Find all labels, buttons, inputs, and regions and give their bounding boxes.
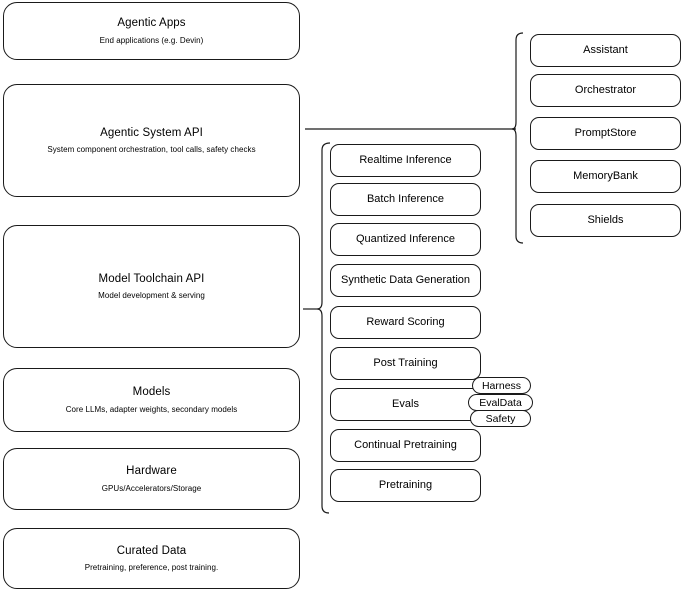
- layer-box-curated-data[interactable]: Curated Data Pretraining, preference, po…: [3, 528, 300, 589]
- component-label: Batch Inference: [366, 192, 445, 205]
- component-label: Pretraining: [378, 478, 433, 491]
- component-box-post-training[interactable]: Post Training: [330, 347, 481, 380]
- layer-title: Agentic System API: [100, 126, 203, 139]
- eval-badge-harness[interactable]: Harness: [472, 377, 531, 394]
- layer-subtitle: Model development & serving: [98, 291, 205, 301]
- component-box-memorybank[interactable]: MemoryBank: [530, 160, 681, 193]
- component-box-promptstore[interactable]: PromptStore: [530, 117, 681, 150]
- layer-box-agentic-system-api[interactable]: Agentic System API System component orch…: [3, 84, 300, 197]
- component-label: Realtime Inference: [359, 153, 452, 166]
- layer-title: Hardware: [126, 465, 177, 478]
- layer-title: Agentic Apps: [117, 17, 186, 30]
- component-label: Evals: [392, 397, 419, 410]
- component-box-assistant[interactable]: Assistant: [530, 34, 681, 67]
- component-box-shields[interactable]: Shields: [530, 204, 681, 237]
- component-label: Synthetic Data Generation: [340, 273, 471, 286]
- component-label: MemoryBank: [573, 169, 638, 182]
- component-label: Quantized Inference: [355, 232, 456, 245]
- layer-box-agentic-apps[interactable]: Agentic Apps End applications (e.g. Devi…: [3, 2, 300, 60]
- eval-badge-evaldata[interactable]: EvalData: [468, 394, 533, 411]
- eval-badge-safety[interactable]: Safety: [470, 410, 531, 427]
- component-label: Orchestrator: [574, 83, 637, 96]
- layer-title: Models: [132, 386, 171, 399]
- layer-box-hardware[interactable]: Hardware GPUs/Accelerators/Storage: [3, 448, 300, 510]
- eval-badge-label: EvalData: [479, 396, 522, 409]
- component-box-evals[interactable]: Evals: [330, 388, 481, 421]
- component-label: Reward Scoring: [366, 315, 445, 328]
- component-box-batch-inference[interactable]: Batch Inference: [330, 183, 481, 216]
- eval-badge-label: Harness: [481, 379, 522, 392]
- layer-subtitle: System component orchestration, tool cal…: [47, 145, 256, 155]
- component-box-quantized-inference[interactable]: Quantized Inference: [330, 223, 481, 256]
- component-box-orchestrator[interactable]: Orchestrator: [530, 74, 681, 107]
- component-label: PromptStore: [574, 126, 637, 139]
- layer-box-model-toolchain-api[interactable]: Model Toolchain API Model development & …: [3, 225, 300, 348]
- layer-subtitle: Pretraining, preference, post training.: [84, 563, 219, 573]
- component-label: Assistant: [583, 43, 628, 56]
- layer-title: Model Toolchain API: [98, 272, 205, 285]
- layer-box-models[interactable]: Models Core LLMs, adapter weights, secon…: [3, 368, 300, 432]
- eval-badge-label: Safety: [485, 412, 516, 425]
- layer-title: Curated Data: [116, 544, 187, 557]
- component-box-pretraining[interactable]: Pretraining: [330, 469, 481, 502]
- layer-subtitle: GPUs/Accelerators/Storage: [101, 483, 202, 493]
- component-label: Shields: [587, 213, 624, 226]
- component-label: Post Training: [373, 356, 438, 369]
- component-label: Continual Pretraining: [354, 438, 457, 451]
- layer-subtitle: End applications (e.g. Devin): [99, 35, 204, 45]
- component-box-synthetic-data-generation[interactable]: Synthetic Data Generation: [330, 264, 481, 297]
- component-box-reward-scoring[interactable]: Reward Scoring: [330, 306, 481, 339]
- component-box-continual-pretraining[interactable]: Continual Pretraining: [330, 429, 481, 462]
- component-box-realtime-inference[interactable]: Realtime Inference: [330, 144, 481, 177]
- layer-subtitle: Core LLMs, adapter weights, secondary mo…: [65, 404, 238, 414]
